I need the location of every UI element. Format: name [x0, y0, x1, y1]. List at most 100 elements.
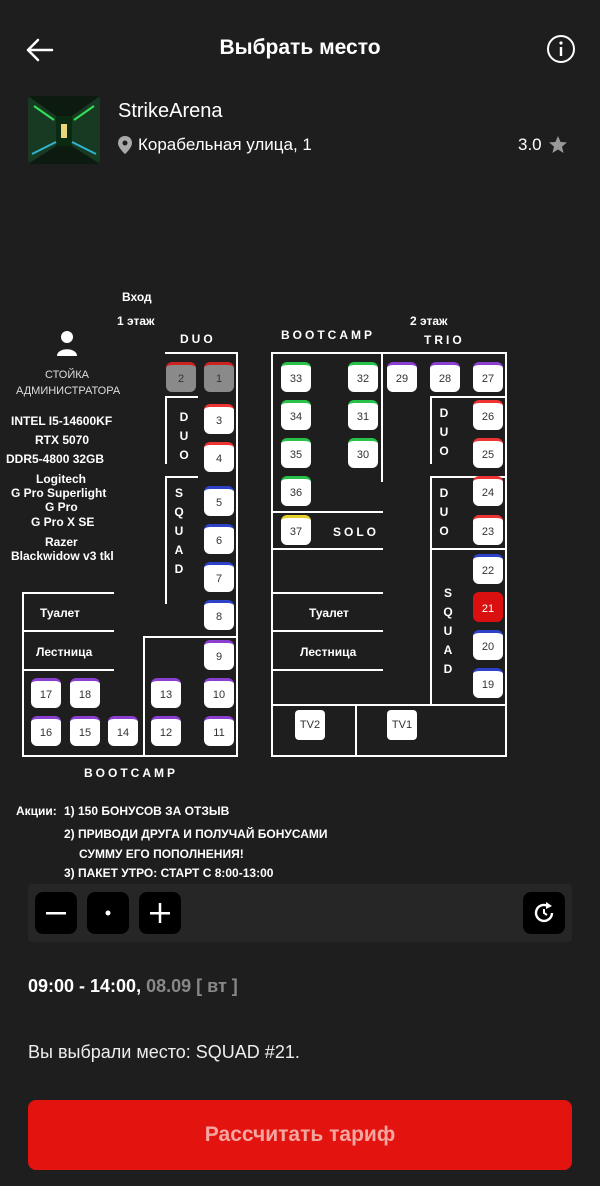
promo-2: 2) ПРИВОДИ ДРУГА И ПОЛУЧАЙ БОНУСАМИ: [64, 827, 328, 841]
zone-duo-top: DUO: [180, 332, 216, 346]
seat-28[interactable]: 28: [430, 362, 460, 392]
star-icon: [548, 136, 567, 153]
zoom-in-icon: [150, 903, 170, 923]
seat-3[interactable]: 3: [204, 404, 234, 434]
seat-10[interactable]: 10: [204, 678, 234, 708]
spec-ram: DDR5-4800 32GB: [6, 452, 105, 466]
seat-34[interactable]: 34: [281, 400, 311, 430]
seat-22[interactable]: 22: [473, 554, 503, 584]
seat-35[interactable]: 35: [281, 438, 311, 468]
seat-26[interactable]: 26: [473, 400, 503, 430]
spec-keyboard: Blackwidow v3 tkl: [11, 549, 114, 563]
admin-line2: АДМИНИСТРАТОРА: [16, 385, 121, 397]
seat-8[interactable]: 8: [204, 600, 234, 630]
info-icon: [547, 35, 575, 63]
seat-19[interactable]: 19: [473, 668, 503, 698]
booking-time: 09:00 - 14:00, 08.09 [ вт ]: [28, 976, 238, 997]
seat-15[interactable]: 15: [70, 716, 100, 746]
page-title: Выбрать место: [219, 36, 381, 59]
zone-bootcamp-bottom: BOOTCAMP: [84, 766, 178, 780]
promo-label: Акции:: [16, 804, 57, 818]
spec-brand2: Razer: [45, 535, 78, 549]
zoom-in-button[interactable]: [139, 892, 181, 934]
zone-solo: SOLO: [333, 525, 380, 539]
seat-32[interactable]: 32: [348, 362, 378, 392]
rating-value: 3.0: [518, 135, 542, 154]
zone-trio: TRIO: [424, 333, 465, 347]
seat-7[interactable]: 7: [204, 562, 234, 592]
admin-person-icon: [57, 331, 77, 356]
seat-11[interactable]: 11: [204, 716, 234, 746]
admin-line1: СТОЙКА: [45, 369, 90, 381]
seat-20[interactable]: 20: [473, 630, 503, 660]
seat-27[interactable]: 27: [473, 362, 503, 392]
zone-toilet-1: Туалет: [40, 606, 80, 620]
seat-14[interactable]: 14: [108, 716, 138, 746]
seat-12[interactable]: 12: [151, 716, 181, 746]
seat-23[interactable]: 23: [473, 515, 503, 545]
seat-29[interactable]: 29: [387, 362, 417, 392]
back-button[interactable]: [20, 30, 60, 70]
zone-bootcamp-top: BOOTCAMP: [281, 328, 375, 342]
refresh-button[interactable]: [523, 892, 565, 934]
floor1-label: 1 этаж: [117, 314, 155, 328]
selected-seat-label: Вы выбрали место:: [28, 1042, 191, 1062]
seat-6[interactable]: 6: [204, 524, 234, 554]
seat-21[interactable]: 21: [473, 592, 503, 622]
promo-1: 1) 150 БОНУСОВ ЗА ОТЗЫВ: [64, 804, 230, 818]
seat-37[interactable]: 37: [281, 515, 311, 545]
zoom-out-button[interactable]: [35, 892, 77, 934]
floor2-label: 2 этаж: [410, 314, 448, 328]
spec-cpu: INTEL I5-14600KF: [11, 414, 113, 428]
seat-13[interactable]: 13: [151, 678, 181, 708]
selected-seat-info: Вы выбрали место: SQUAD #21.: [28, 1042, 300, 1063]
address-text: Корабельная улица, 1: [138, 135, 312, 154]
calculate-tariff-button[interactable]: Рассчитать тариф: [28, 1100, 572, 1170]
club-image: [28, 96, 100, 164]
booking-weekday: [ вт ]: [196, 976, 238, 996]
seat-map: Вход 1 этаж 2 этаж СТОЙКА АДМИНИСТРАТОРА…: [0, 270, 600, 790]
seat-5[interactable]: 5: [204, 486, 234, 516]
booking-date: 08.09: [146, 976, 192, 996]
seat-1[interactable]: 1: [204, 362, 234, 392]
spec-brand1: Logitech: [36, 472, 86, 486]
seat-16[interactable]: 16: [31, 716, 61, 746]
seat-9[interactable]: 9: [204, 640, 234, 670]
selected-seat-value: SQUAD #21.: [195, 1042, 300, 1062]
seat-tv2[interactable]: TV2: [295, 710, 325, 740]
seat-tv1[interactable]: TV1: [387, 710, 417, 740]
seat-36[interactable]: 36: [281, 476, 311, 506]
seat-17[interactable]: 17: [31, 678, 61, 708]
seat-18[interactable]: 18: [70, 678, 100, 708]
zone-stairs-2: Лестница: [300, 645, 357, 659]
club-address: Корабельная улица, 1: [118, 135, 312, 155]
zone-stairs-1: Лестница: [36, 645, 93, 659]
zoom-out-icon: [46, 912, 66, 915]
promo-2b: СУММУ ЕГО ПОПОЛНЕНИЯ!: [79, 847, 244, 861]
entrance-label: Вход: [122, 290, 152, 304]
seat-31[interactable]: 31: [348, 400, 378, 430]
spec-mouse3: G Pro X SE: [31, 515, 95, 529]
seat-25[interactable]: 25: [473, 438, 503, 468]
zone-toilet-2: Туалет: [309, 606, 349, 620]
refresh-clock-icon: [534, 902, 554, 923]
club-rating: 3.0: [518, 135, 568, 155]
spec-mouse2: G Pro: [45, 500, 78, 514]
location-pin-icon: [118, 136, 132, 154]
back-arrow-icon: [26, 38, 54, 62]
center-map-button[interactable]: [87, 892, 129, 934]
time-range: 09:00 - 14:00,: [28, 976, 142, 996]
seat-30[interactable]: 30: [348, 438, 378, 468]
promo-3: 3) ПАКЕТ УТРО: СТАРТ С 8:00-13:00: [64, 866, 274, 880]
seat-33[interactable]: 33: [281, 362, 311, 392]
seat-4[interactable]: 4: [204, 442, 234, 472]
info-button[interactable]: [546, 34, 576, 64]
center-dot-icon: [105, 910, 111, 916]
seat-2[interactable]: 2: [166, 362, 196, 392]
seat-24[interactable]: 24: [473, 476, 503, 506]
